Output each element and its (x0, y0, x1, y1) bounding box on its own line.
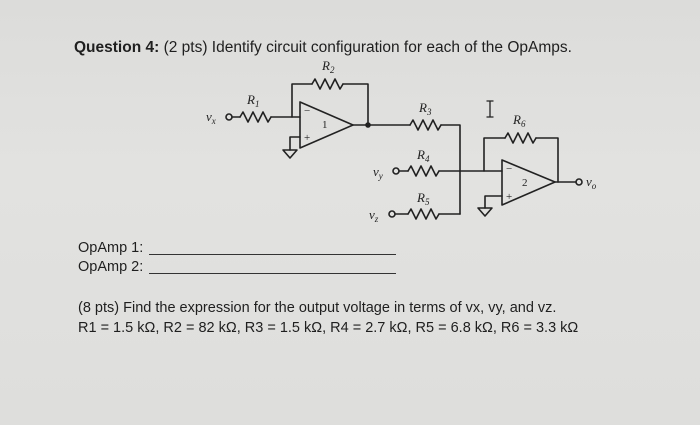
part2-values: R1 = 1.5 kΩ, R2 = 82 kΩ, R3 = 1.5 kΩ, R4… (78, 320, 579, 336)
r5-label: R5 (416, 190, 430, 207)
opamp1-number: 1 (322, 119, 328, 131)
ground2 (477, 207, 493, 217)
vz-label: vz (369, 207, 379, 224)
vx-terminal (225, 113, 233, 121)
vo-label: vo (586, 174, 597, 191)
opamp1-answer-label: OpAmp 1: (78, 240, 144, 256)
r4-label: R4 (416, 147, 430, 164)
r1-resistor (239, 111, 272, 123)
wire-opamp2-plus (484, 195, 503, 209)
r6-resistor (504, 132, 537, 144)
opamp2-plus: + (506, 191, 512, 203)
r3-label: R3 (418, 100, 432, 117)
opamp1-plus: + (304, 132, 310, 144)
opamp1-output-node (365, 122, 371, 128)
ground1 (282, 149, 298, 159)
r5-resistor (407, 208, 440, 220)
vo-terminal (575, 178, 583, 186)
r3-resistor (409, 119, 442, 131)
vx-label: vx (206, 109, 216, 126)
opamp1-triangle (299, 101, 354, 149)
r4-resistor (407, 165, 440, 177)
opamp2-triangle (501, 159, 556, 206)
r1-label: R1 (246, 92, 259, 109)
wire-feedback-left (291, 83, 313, 118)
part2-prompt: (8 pts) Find the expression for the outp… (78, 300, 557, 316)
question-instruction: (2 pts) Identify circuit configuration f… (159, 39, 572, 56)
opamp2-minus: − (506, 163, 512, 175)
opamp2-answer-blank[interactable] (149, 273, 396, 274)
wire-r3-sum (440, 124, 461, 215)
opamp1-answer-blank[interactable] (149, 254, 396, 255)
vy-label: vy (373, 164, 383, 181)
current-marker (486, 100, 494, 118)
opamp2-number: 2 (522, 177, 528, 189)
r2-label: R2 (321, 58, 335, 75)
r2-resistor (311, 78, 344, 90)
opamp2-answer-label: OpAmp 2: (78, 259, 144, 275)
r6-label: R6 (512, 112, 526, 129)
opamp1-minus: − (304, 105, 310, 117)
wire-feedback-right (342, 83, 369, 126)
wire-opamp1-plus (289, 136, 301, 151)
wire-r6-right (535, 137, 559, 183)
question-number: Question 4: (74, 39, 160, 56)
wire-r6-left (483, 137, 506, 172)
vy-terminal (392, 167, 400, 175)
question-title: Question 4: (2 pts) Identify circuit con… (74, 39, 572, 57)
vz-terminal (388, 210, 396, 218)
